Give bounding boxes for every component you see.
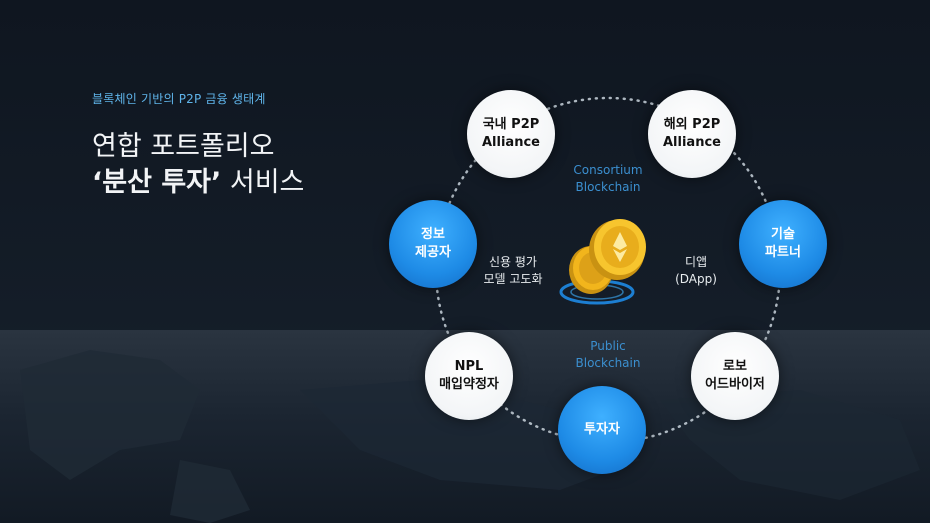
- node-label: 매입약정자: [439, 377, 499, 392]
- node-label: Alliance: [663, 135, 721, 150]
- label-line: 신용 평가: [489, 255, 537, 269]
- node-label: 기술: [771, 227, 795, 242]
- node-info-provider: 정보 제공자: [389, 200, 477, 288]
- node-overseas-p2p-alliance: 해외 P2P Alliance: [648, 90, 736, 178]
- page-subtitle: 블록체인 기반의 P2P 금융 생태계: [92, 92, 266, 106]
- label-line: 디앱: [684, 255, 708, 269]
- label-line: (DApp): [675, 272, 717, 286]
- consortium-blockchain-label: Consortium Blockchain: [556, 162, 660, 196]
- title-emphasis: ‘분산 투자’: [92, 167, 222, 198]
- label-line: 모델 고도화: [483, 272, 543, 286]
- node-label: 국내 P2P: [482, 117, 540, 132]
- node-label: 투자자: [584, 422, 620, 437]
- dapp-label: 디앱 (DApp): [664, 254, 728, 288]
- page-title-line1: 연합 포트폴리오: [92, 131, 275, 162]
- label-line: Blockchain: [575, 180, 641, 194]
- credit-model-label: 신용 평가 모델 고도화: [472, 254, 554, 288]
- node-label: 정보: [421, 227, 445, 242]
- node-label: 로보: [723, 359, 747, 374]
- node-domestic-p2p-alliance: 국내 P2P Alliance: [467, 90, 555, 178]
- node-label: Alliance: [482, 135, 540, 150]
- node-tech-partner: 기술 파트너: [739, 200, 827, 288]
- public-blockchain-label: Public Blockchain: [556, 338, 660, 372]
- node-label: NPL: [454, 359, 484, 374]
- node-robo-advisor: 로보 어드바이저: [691, 332, 779, 420]
- node-investor: 투자자: [558, 386, 646, 474]
- title-rest: 서비스: [221, 167, 305, 198]
- world-map-graphic: [20, 350, 920, 523]
- node-label: 어드바이저: [705, 377, 765, 392]
- page-title-line2: ‘분산 투자’ 서비스: [92, 160, 304, 199]
- coin-stack-icon: [559, 219, 646, 305]
- node-label: 해외 P2P: [663, 117, 721, 132]
- label-line: Consortium: [573, 163, 643, 177]
- label-line: Blockchain: [575, 356, 641, 370]
- node-label: 파트너: [765, 245, 801, 260]
- node-npl-purchaser: NPL 매입약정자: [425, 332, 513, 420]
- node-label: 제공자: [415, 245, 451, 260]
- label-line: Public: [590, 339, 626, 353]
